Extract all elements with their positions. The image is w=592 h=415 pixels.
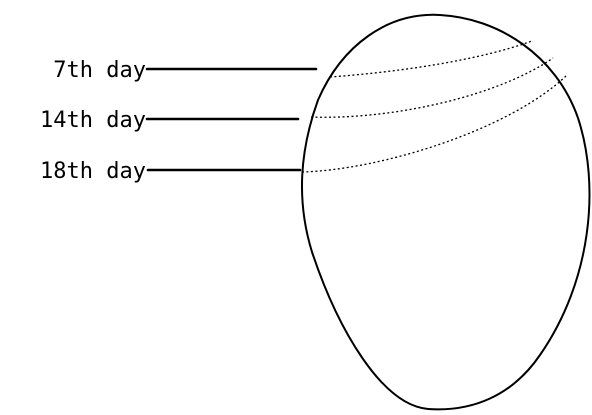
label-18th-day: 18th day xyxy=(40,159,146,184)
label-7th-day: 7th day xyxy=(53,58,146,83)
label-14th-day: 14th day xyxy=(40,108,146,133)
egg-outline xyxy=(302,15,590,410)
air-cell-line-14th-day xyxy=(311,58,553,117)
air-cell-line-18th-day xyxy=(302,75,567,172)
air-cell-line-7th-day xyxy=(330,41,532,77)
